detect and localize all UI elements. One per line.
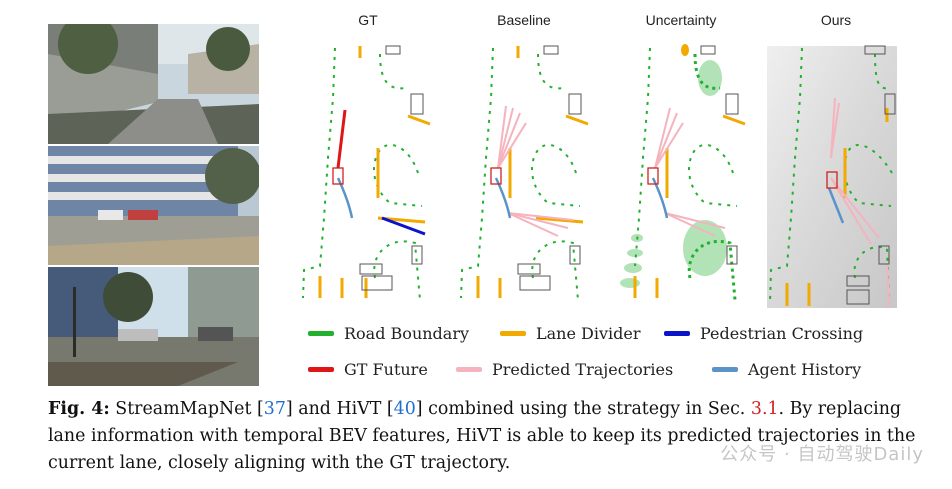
bev-panel-uncertainty — [615, 38, 755, 307]
legend-item-pedestrian-crossing: Pedestrian Crossing — [664, 324, 863, 343]
watermark: 公众号 · 自动驾驶Daily — [720, 444, 924, 465]
column-header-gt: GT — [358, 12, 378, 28]
legend-label: Road Boundary — [344, 324, 470, 343]
camera-image-1 — [48, 24, 259, 144]
caption-text: . By replacing lane information with tem… — [48, 399, 916, 473]
legend-label: Pedestrian Crossing — [700, 324, 864, 343]
figure-caption: Fig. 4: StreamMapNet [37] and HiVT [40] … — [48, 396, 933, 477]
legend-item-road-boundary: Road Boundary — [308, 324, 469, 343]
legend-swatch — [712, 367, 738, 372]
column-header-ours: Ours — [820, 12, 852, 28]
legend-label: GT Future — [344, 360, 428, 379]
caption-text: StreamMapNet [ — [109, 399, 264, 419]
legend-item-lane-divider: Lane Divider — [500, 324, 640, 343]
column-header-baseline: Baseline — [497, 12, 551, 28]
legend-label: Agent History — [748, 360, 862, 379]
bev-panel-baseline — [458, 38, 598, 307]
legend-label: Predicted Trajectories — [492, 360, 674, 379]
column-header-uncertainty: Uncertainty — [645, 12, 717, 28]
bev-panel-ours — [767, 38, 897, 314]
citation-link[interactable]: 37 — [263, 399, 286, 419]
legend-swatch — [308, 367, 334, 372]
legend-swatch — [456, 367, 482, 372]
legend-item-agent-history: Agent History — [712, 360, 861, 379]
caption-text: ] and HiVT [ — [285, 399, 394, 419]
bev-panel-gt — [300, 38, 440, 307]
legend-swatch — [308, 331, 334, 336]
legend-swatch — [664, 331, 690, 336]
citation-link[interactable]: 40 — [393, 399, 416, 419]
legend: Road Boundary Lane Divider Pedestrian Cr… — [300, 320, 900, 390]
section-link[interactable]: 3.1 — [750, 399, 779, 419]
legend-label: Lane Divider — [536, 324, 641, 343]
caption-text: ] combined using the strategy in Sec. — [415, 399, 751, 419]
figure-label: Fig. 4: — [48, 399, 110, 419]
legend-item-predicted-trajectories: Predicted Trajectories — [456, 360, 673, 379]
camera-image-3 — [48, 267, 259, 386]
legend-item-gt-future: GT Future — [308, 360, 428, 379]
legend-swatch — [500, 331, 526, 336]
camera-image-2 — [48, 146, 259, 265]
